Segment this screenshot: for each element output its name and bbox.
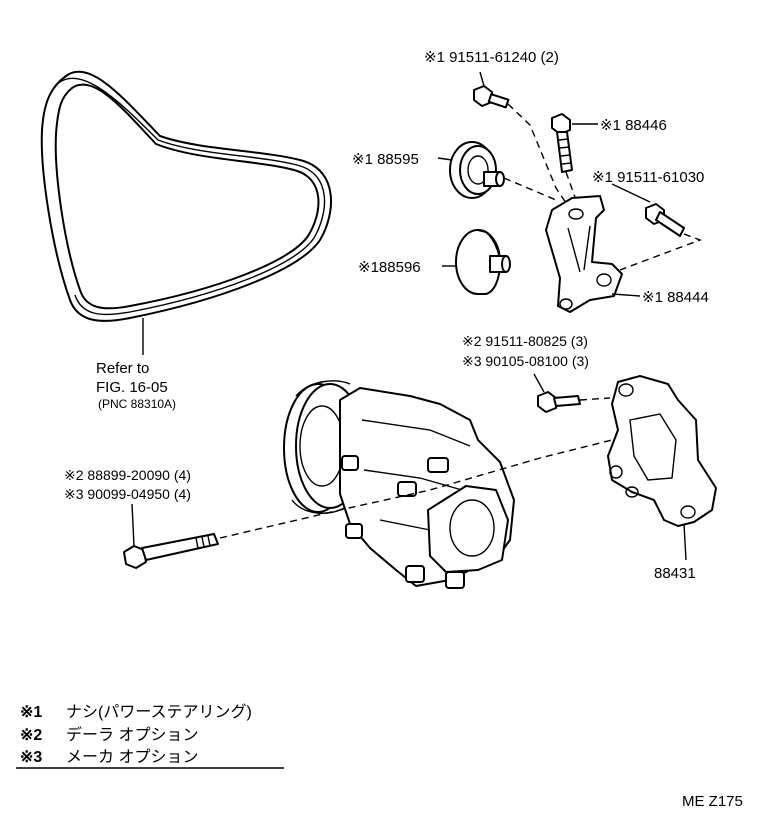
label-91511-61030: ※1 91511-61030 — [592, 169, 704, 186]
label-88899-20090: ※2 88899-20090 (4) — [64, 467, 191, 483]
bolt-options-top-drawing — [533, 373, 611, 413]
bracket-88444-drawing — [545, 195, 641, 313]
bracket-88431-drawing — [607, 375, 717, 561]
belt-ref-line3: (PNC 88310A) — [98, 397, 176, 411]
label-88446: ※1 88446 — [600, 117, 667, 134]
figure-code: ME Z175 — [682, 793, 743, 810]
label-91511-80825: ※2 91511-80825 (3) — [462, 333, 588, 349]
idler-88595-drawing — [437, 141, 557, 201]
label-90099-04950: ※3 90099-04950 (4) — [64, 486, 191, 502]
bolt-91511-61030-drawing — [611, 183, 702, 271]
bolt-91511-61240-drawing — [473, 71, 573, 213]
pulley-88596-drawing — [442, 229, 511, 295]
drive-belt — [40, 70, 332, 355]
label-88431: 88431 — [654, 565, 696, 582]
label-90105-08100: ※3 90105-08100 (3) — [462, 353, 589, 369]
legend-mark-1: ※1 — [20, 704, 42, 721]
long-bolt-drawing — [123, 439, 613, 569]
ac-compressor-drawing — [283, 380, 515, 589]
label-88595: ※1 88595 — [352, 151, 419, 168]
legend-text-3: メーカ オプション — [66, 748, 198, 766]
belt-ref-line2: FIG. 16-05 — [96, 379, 168, 396]
bolt-88446-drawing — [551, 113, 598, 201]
belt-ref-line1: Refer to — [96, 360, 149, 377]
label-88444: ※1 88444 — [642, 289, 709, 306]
legend-text-1: ナシ(パワーステアリング) — [66, 703, 252, 721]
label-88596: ※188596 — [358, 259, 421, 276]
legend-mark-2: ※2 — [20, 727, 42, 744]
legend-text-2: デーラ オプション — [66, 725, 198, 744]
belt-reference: Refer to FIG. 16-05 (PNC 88310A) — [96, 360, 176, 411]
label-91511-61240: ※1 91511-61240 (2) — [424, 49, 559, 66]
legend-mark-3: ※3 — [20, 749, 42, 766]
legend: ※1 ナシ(パワーステアリング) ※2 デーラ オプション ※3 メーカ オプシ… — [16, 703, 284, 769]
